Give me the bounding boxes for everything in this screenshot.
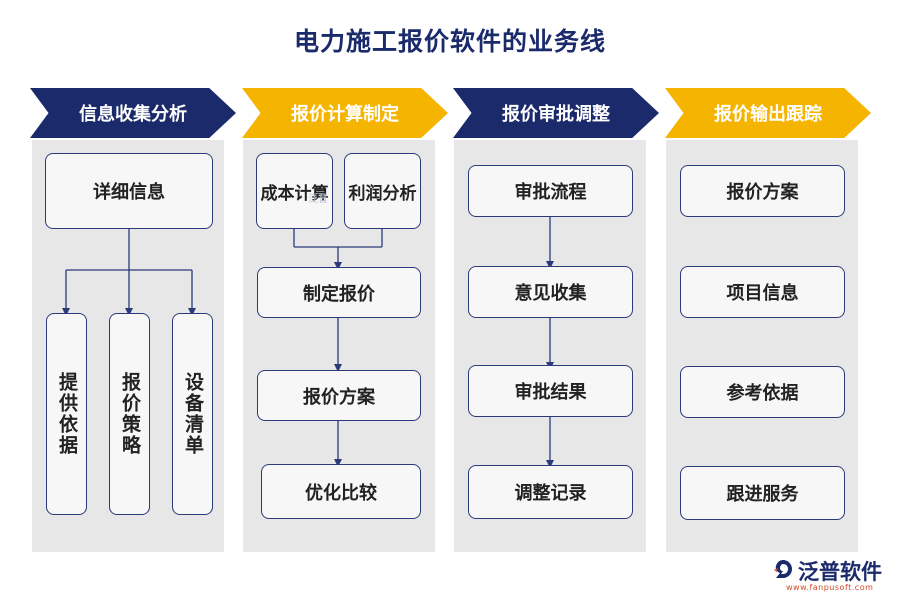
- column-header-label: 报价审批调整: [502, 104, 610, 125]
- box-label: 报价方案: [303, 386, 375, 408]
- box-label: 详细信息: [93, 182, 165, 203]
- box-quote-strategy: 报价策略: [109, 313, 150, 515]
- brand-name: 泛普软件: [798, 560, 882, 584]
- box-optimize-compare: 优化比较: [261, 464, 421, 519]
- column-header-label: 报价计算制定: [291, 104, 399, 125]
- box-label: 报价策略: [119, 372, 141, 456]
- box-approval-process: 审批流程: [468, 165, 633, 217]
- box-opinion-collection: 意见收集: [468, 266, 633, 318]
- box-approval-result: 审批结果: [468, 365, 633, 417]
- box-label: 审批结果: [514, 382, 587, 403]
- box-label: 提供依据: [56, 372, 78, 456]
- box-adjustment-record: 调整记录: [468, 465, 633, 519]
- box-detailed-info: 详细信息: [45, 153, 213, 229]
- box-make-quote: 制定报价: [257, 267, 421, 318]
- box-label: 成本计算: [260, 183, 329, 204]
- box-follow-up-service: 跟进服务: [680, 466, 845, 520]
- column-header-1: 信息收集分析: [30, 88, 236, 138]
- brand-logo: 泛普软件 www.fanpusoft.com: [772, 556, 892, 596]
- box-reference-basis: 参考依据: [680, 366, 845, 418]
- column-header-3: 报价审批调整: [453, 88, 659, 138]
- box-quote-plan: 报价方案: [257, 370, 421, 421]
- watermark-text: 泛普: [308, 194, 328, 205]
- box-cost-calculation: 成本计算: [256, 153, 333, 229]
- column-header-2: 报价计算制定: [242, 88, 448, 138]
- brand-url: www.fanpusoft.com: [786, 583, 874, 592]
- box-equipment-list: 设备清单: [172, 313, 213, 515]
- box-label: 跟进服务: [726, 484, 799, 505]
- box-label: 优化比较: [305, 482, 377, 504]
- box-profit-analysis: 利润分析: [344, 153, 421, 229]
- column-header-4: 报价输出跟踪: [665, 88, 871, 138]
- box-label: 意见收集: [514, 283, 587, 304]
- box-output-quote-plan: 报价方案: [680, 165, 845, 217]
- fanpu-logo-icon: [774, 560, 792, 578]
- box-label: 参考依据: [726, 383, 799, 404]
- box-label: 利润分析: [348, 183, 417, 204]
- box-provide-basis: 提供依据: [46, 313, 87, 515]
- column-header-label: 信息收集分析: [79, 104, 187, 125]
- box-project-info: 项目信息: [680, 266, 845, 318]
- box-label: 制定报价: [303, 283, 375, 305]
- diagram-title: 电力施工报价软件的业务线: [293, 27, 606, 56]
- box-label: 项目信息: [726, 283, 799, 304]
- box-label: 设备清单: [182, 372, 204, 456]
- column-header-label: 报价输出跟踪: [714, 104, 822, 125]
- box-label: 审批流程: [514, 182, 587, 203]
- box-label: 报价方案: [726, 182, 799, 203]
- box-label: 调整记录: [514, 483, 587, 504]
